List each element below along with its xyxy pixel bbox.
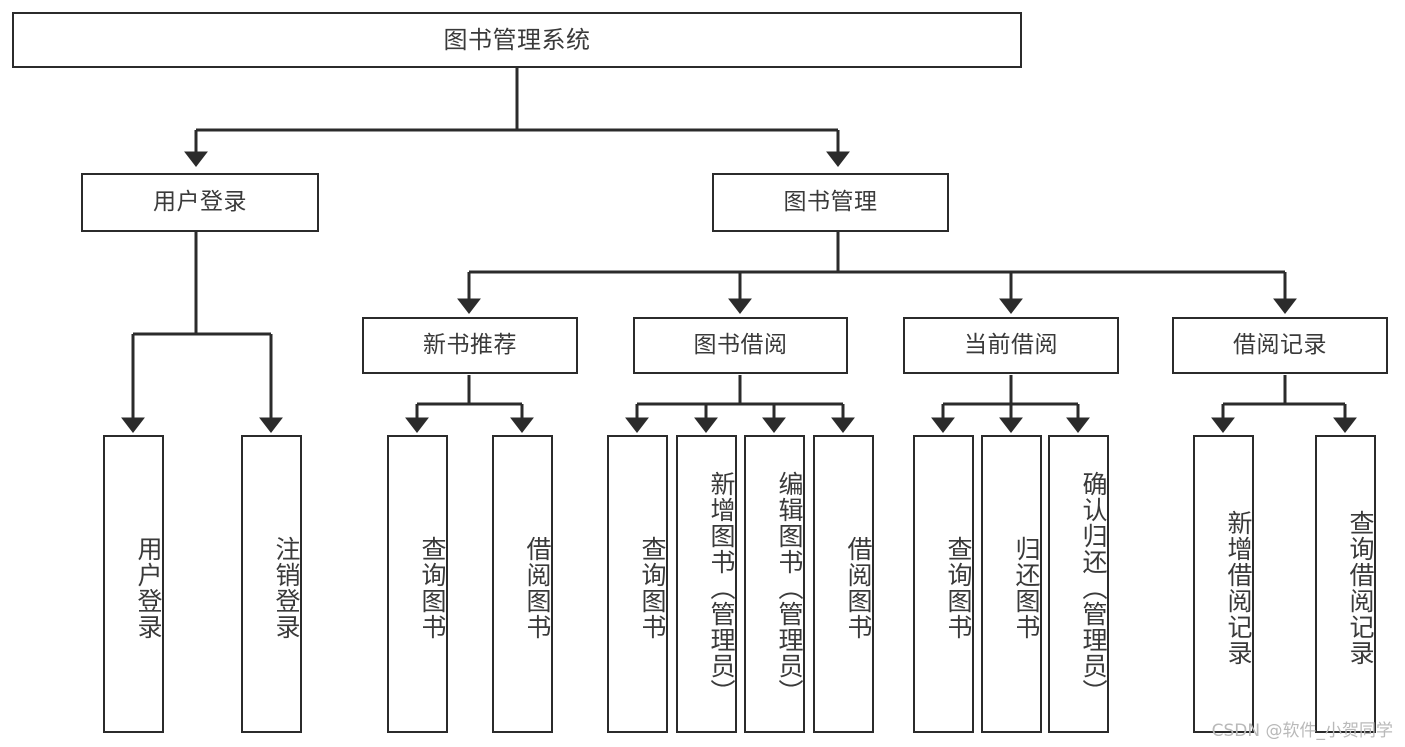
leaf-query-book-borrow[interactable]: 查询图书: [607, 435, 668, 733]
leaf-add-borrow-record[interactable]: 新增借阅记录: [1193, 435, 1254, 733]
node-root-book-management-system[interactable]: 图书管理系统: [12, 12, 1022, 68]
node-label: 新增图书（管理员）: [707, 471, 736, 705]
node-label: 新增借阅记录: [1224, 510, 1253, 666]
node-label: 借阅记录: [1233, 331, 1327, 358]
leaf-borrow-book-newbook[interactable]: 借阅图书: [492, 435, 553, 733]
leaf-confirm-return-admin[interactable]: 确认归还（管理员）: [1048, 435, 1109, 733]
leaf-query-borrow-record[interactable]: 查询借阅记录: [1315, 435, 1376, 733]
node-label: 归还图书: [1012, 536, 1041, 640]
leaf-return-book[interactable]: 归还图书: [981, 435, 1042, 733]
node-label: 用户登录: [134, 536, 163, 640]
leaf-query-book-newbook[interactable]: 查询图书: [387, 435, 448, 733]
node-label: 查询图书: [418, 536, 447, 640]
leaf-user-login[interactable]: 用户登录: [103, 435, 164, 733]
node-label: 用户登录: [153, 188, 247, 215]
node-borrow-records[interactable]: 借阅记录: [1172, 317, 1388, 374]
node-label: 图书管理: [783, 188, 878, 215]
leaf-logout[interactable]: 注销登录: [241, 435, 302, 733]
node-label: 新书推荐: [423, 331, 517, 358]
node-label: 当前借阅: [964, 331, 1058, 358]
node-current-borrow[interactable]: 当前借阅: [903, 317, 1119, 374]
node-label: 图书借阅: [693, 331, 788, 358]
leaf-borrow-book[interactable]: 借阅图书: [813, 435, 874, 733]
node-user-login[interactable]: 用户登录: [81, 173, 319, 232]
node-label: 确认归还（管理员）: [1079, 471, 1108, 705]
leaf-edit-book-admin[interactable]: 编辑图书（管理员）: [744, 435, 805, 733]
node-new-book-recommend[interactable]: 新书推荐: [362, 317, 578, 374]
leaf-add-book-admin[interactable]: 新增图书（管理员）: [676, 435, 737, 733]
node-label: 借阅图书: [523, 536, 552, 640]
node-label: 编辑图书（管理员）: [775, 471, 804, 705]
node-label: 查询借阅记录: [1346, 510, 1375, 666]
node-book-borrow[interactable]: 图书借阅: [633, 317, 848, 374]
node-label: 借阅图书: [844, 536, 873, 640]
node-label: 图书管理系统: [443, 25, 591, 54]
node-label: 注销登录: [272, 536, 301, 640]
node-label: 查询图书: [944, 536, 973, 640]
leaf-query-book-current[interactable]: 查询图书: [913, 435, 974, 733]
csdn-watermark: CSDN @软件_小贺同学: [1211, 721, 1393, 741]
node-book-management[interactable]: 图书管理: [712, 173, 949, 232]
node-label: 查询图书: [638, 536, 667, 640]
